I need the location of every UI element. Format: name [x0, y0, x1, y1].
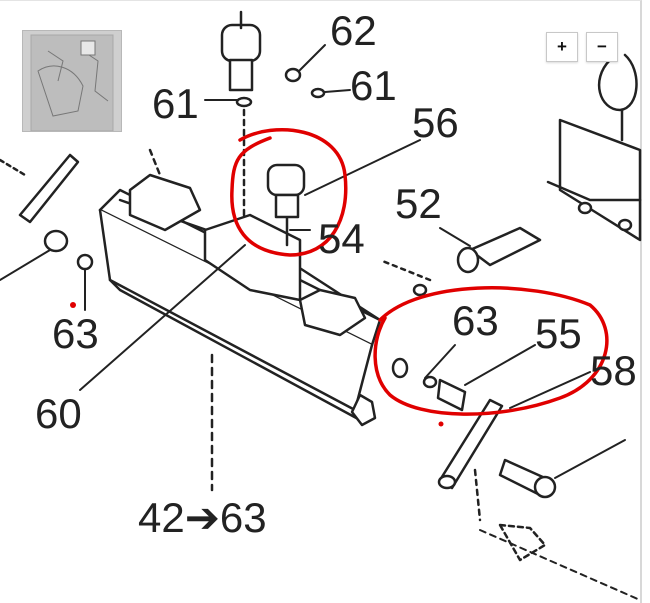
callout-58: 58 — [590, 347, 637, 394]
lever-and-screw — [437, 398, 641, 601]
connector-part-52 — [378, 226, 542, 297]
callout-63-left: 63 — [52, 310, 99, 357]
callout-62: 62 — [330, 7, 377, 54]
valve-part-55 — [391, 357, 467, 412]
main-housing — [98, 148, 382, 492]
zoom-out-button[interactable]: − — [586, 32, 618, 62]
callout-42-range: 42➔63 — [138, 494, 267, 541]
minus-icon: − — [597, 37, 607, 56]
right-bracket — [546, 53, 642, 242]
callout-labels: 62 61 61 56 52 54 63 63 55 58 60 42➔63 — [35, 7, 637, 541]
callout-56: 56 — [412, 99, 459, 146]
highlight-circle-56 — [230, 128, 348, 257]
zoom-in-button[interactable]: + — [546, 32, 578, 62]
highlight-circle-55 — [373, 286, 609, 416]
leader-lines — [79, 44, 626, 479]
minimap-thumbnail[interactable] — [22, 30, 122, 132]
left-clip-parts — [0, 153, 94, 311]
highlight-dot-small — [438, 421, 444, 427]
callout-55: 55 — [535, 310, 582, 357]
minimap-preview — [30, 34, 114, 131]
sensor-part-56 — [266, 163, 306, 247]
callout-63-right: 63 — [452, 297, 499, 344]
pressure-switch-part — [220, 10, 326, 217]
plus-icon: + — [557, 37, 567, 56]
callout-61-right: 61 — [350, 62, 397, 109]
callout-52: 52 — [395, 180, 442, 227]
callout-60: 60 — [35, 390, 82, 437]
highlight-dot — [70, 302, 76, 308]
callout-61-left: 61 — [152, 80, 199, 127]
callout-54: 54 — [318, 215, 365, 262]
